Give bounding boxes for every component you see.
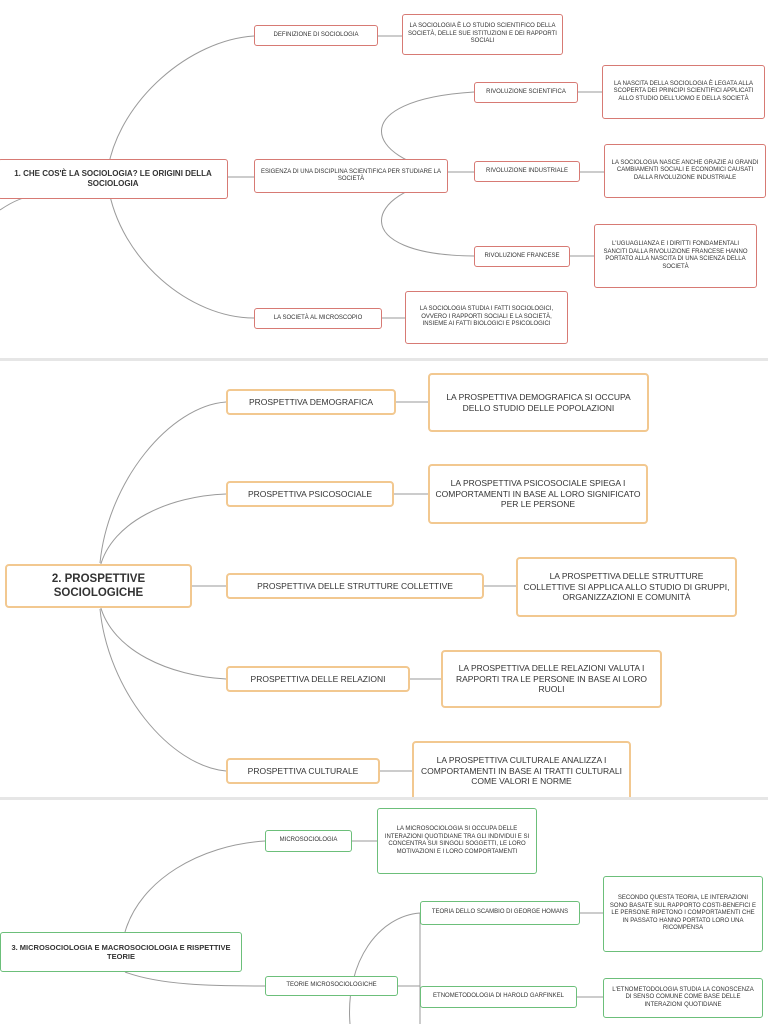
mindmap-panel-3: 3. MICROSOCIOLOGIA E MACROSOCIOLOGIA E R… xyxy=(0,800,768,1024)
root-node-micro-macro-sociologia[interactable]: 3. MICROSOCIOLOGIA E MACROSOCIOLOGIA E R… xyxy=(0,932,242,972)
node-prospettiva-strutture-collettive[interactable]: PROSPETTIVA DELLE STRUTTURE COLLETTIVE xyxy=(226,573,484,599)
node-prospettiva-culturale-desc[interactable]: LA PROSPETTIVA CULTURALE ANALIZZA I COMP… xyxy=(412,741,631,797)
node-rivoluzione-industriale[interactable]: RIVOLUZIONE INDUSTRIALE xyxy=(474,161,580,182)
node-teoria-scambio-homans[interactable]: TEORIA DELLO SCAMBIO DI GEORGE HOMANS xyxy=(420,901,580,925)
node-rivoluzione-francese-desc[interactable]: L'UGUAGLIANZA E I DIRITTI FONDAMENTALI S… xyxy=(594,224,757,288)
node-rivoluzione-francese[interactable]: RIVOLUZIONE FRANCESE xyxy=(474,246,570,267)
node-prospettiva-psicosociale-desc[interactable]: LA PROSPETTIVA PSICOSOCIALE SPIEGA I COM… xyxy=(428,464,648,524)
node-rivoluzione-scientifica-desc[interactable]: LA NASCITA DELLA SOCIOLOGIA È LEGATA ALL… xyxy=(602,65,765,119)
node-rivoluzione-industriale-desc[interactable]: LA SOCIOLOGIA NASCE ANCHE GRAZIE AI GRAN… xyxy=(604,144,766,198)
node-prospettiva-psicosociale[interactable]: PROSPETTIVA PSICOSOCIALE xyxy=(226,481,394,507)
node-prospettiva-relazioni-desc[interactable]: LA PROSPETTIVA DELLE RELAZIONI VALUTA I … xyxy=(441,650,662,708)
node-teorie-microsociologiche[interactable]: TEORIE MICROSOCIOLOGICHE xyxy=(265,976,398,996)
node-societa-microscopio[interactable]: LA SOCIETÀ AL MICROSCOPIO xyxy=(254,308,382,329)
node-definizione-sociologia[interactable]: DEFINIZIONE DI SOCIOLOGIA xyxy=(254,25,378,46)
node-prospettiva-demografica-desc[interactable]: LA PROSPETTIVA DEMOGRAFICA SI OCCUPA DEL… xyxy=(428,373,649,432)
node-societa-microscopio-desc[interactable]: LA SOCIOLOGIA STUDIA I FATTI SOCIOLOGICI… xyxy=(405,291,568,344)
node-microsociologia-desc[interactable]: LA MICROSOCIOLOGIA SI OCCUPA DELLE INTER… xyxy=(377,808,537,874)
node-teoria-scambio-homans-desc[interactable]: SECONDO QUESTA TEORIA, LE INTERAZIONI SO… xyxy=(603,876,763,952)
node-etnometodologia-garfinkel[interactable]: ETNOMETODOLOGIA DI HAROLD GARFINKEL xyxy=(420,986,577,1008)
root-node-prospettive-sociologiche[interactable]: 2. PROSPETTIVE SOCIOLOGICHE xyxy=(5,564,192,608)
node-definizione-desc[interactable]: LA SOCIOLOGIA È LO STUDIO SCIENTIFICO DE… xyxy=(402,14,563,55)
panel-divider xyxy=(0,358,768,361)
panel-2-connectors xyxy=(99,401,516,772)
node-microsociologia[interactable]: MICROSOCIOLOGIA xyxy=(265,830,352,852)
node-prospettiva-relazioni[interactable]: PROSPETTIVA DELLE RELAZIONI xyxy=(226,666,410,692)
root-node-sociologia-origini[interactable]: 1. CHE COS'È LA SOCIOLOGIA? LE ORIGINI D… xyxy=(0,159,228,199)
node-prospettiva-strutture-desc[interactable]: LA PROSPETTIVA DELLE STRUTTURE COLLETTIV… xyxy=(516,557,737,617)
node-esigenza-disciplina[interactable]: ESIGENZA DI UNA DISCIPLINA SCIENTIFICA P… xyxy=(254,159,448,193)
node-prospettiva-culturale[interactable]: PROSPETTIVA CULTURALE xyxy=(226,758,380,784)
panel-3-connectors xyxy=(124,840,603,1024)
node-etnometodologia-garfinkel-desc[interactable]: L'ETNOMETODOLOGIA STUDIA LA CONOSCENZA D… xyxy=(603,978,763,1018)
mindmap-panel-1: 1. CHE COS'È LA SOCIOLOGIA? LE ORIGINI D… xyxy=(0,0,768,358)
node-rivoluzione-scientifica[interactable]: RIVOLUZIONE SCIENTIFICA xyxy=(474,82,578,103)
mindmap-panel-2: 2. PROSPETTIVE SOCIOLOGICHE PROSPETTIVA … xyxy=(0,361,768,797)
node-prospettiva-demografica[interactable]: PROSPETTIVA DEMOGRAFICA xyxy=(226,389,396,415)
panel-divider xyxy=(0,797,768,800)
